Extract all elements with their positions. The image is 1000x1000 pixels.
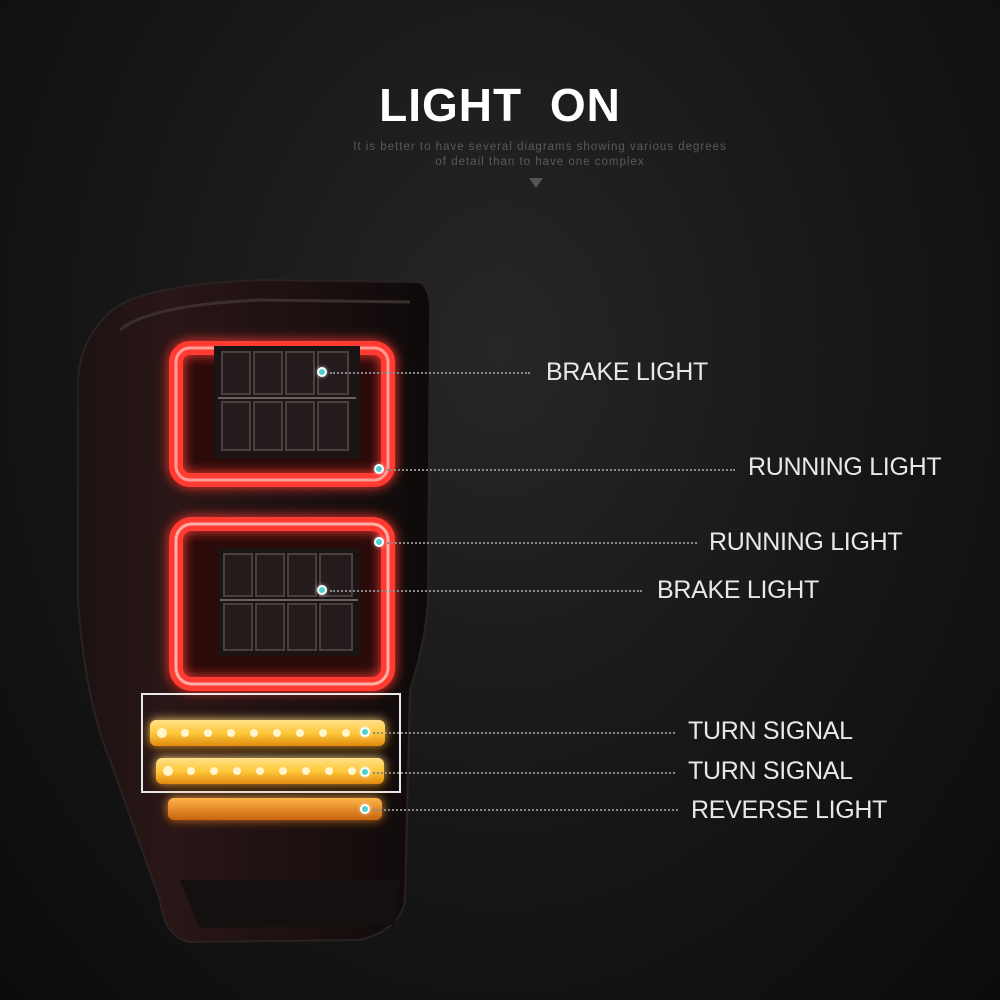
label-reverse-light: REVERSE LIGHT (691, 796, 888, 824)
page-subtitle: It is better to have several diagrams sh… (300, 140, 780, 170)
lamp-housing-highlight (119, 298, 411, 332)
callout-dot-brake-upper (317, 367, 327, 377)
subtitle-line-1: It is better to have several diagrams sh… (353, 141, 727, 153)
callout-line-reverse (373, 809, 678, 811)
callout-dot-turn-1 (360, 727, 370, 737)
callout-line-turn-1 (373, 732, 675, 734)
callout-dot-running-lower (374, 537, 384, 547)
label-turn-signal-2: TURN SIGNAL (688, 757, 853, 785)
callout-dot-reverse (360, 804, 370, 814)
down-arrow-icon (529, 178, 543, 188)
callout-dot-turn-2 (360, 767, 370, 777)
callout-dot-running-upper (374, 464, 384, 474)
callout-dot-brake-lower (317, 585, 327, 595)
callout-line-running-lower (387, 542, 697, 544)
label-turn-signal-1: TURN SIGNAL (688, 717, 853, 745)
lower-light-module (168, 517, 396, 693)
label-running-light-lower: RUNNING LIGHT (709, 528, 903, 556)
upper-light-module (168, 341, 396, 487)
turn-signal-highlight-box (141, 693, 401, 793)
page-title: LIGHT ON (379, 79, 621, 131)
label-brake-light-lower: BRAKE LIGHT (657, 576, 820, 604)
subtitle-line-2: of detail than to have one complex (435, 156, 645, 168)
label-brake-light-upper: BRAKE LIGHT (546, 358, 709, 386)
callout-line-brake-upper (330, 372, 530, 374)
callout-line-turn-2 (373, 772, 675, 774)
callout-line-brake-lower (330, 590, 642, 592)
reverse-light-bar (168, 798, 382, 820)
turn-signal-bar-1 (150, 720, 385, 746)
lamp-bottom-glass (180, 880, 400, 928)
callout-line-running-upper (387, 469, 735, 471)
turn-signal-bar-2 (156, 758, 384, 784)
label-running-light-upper: RUNNING LIGHT (748, 453, 942, 481)
